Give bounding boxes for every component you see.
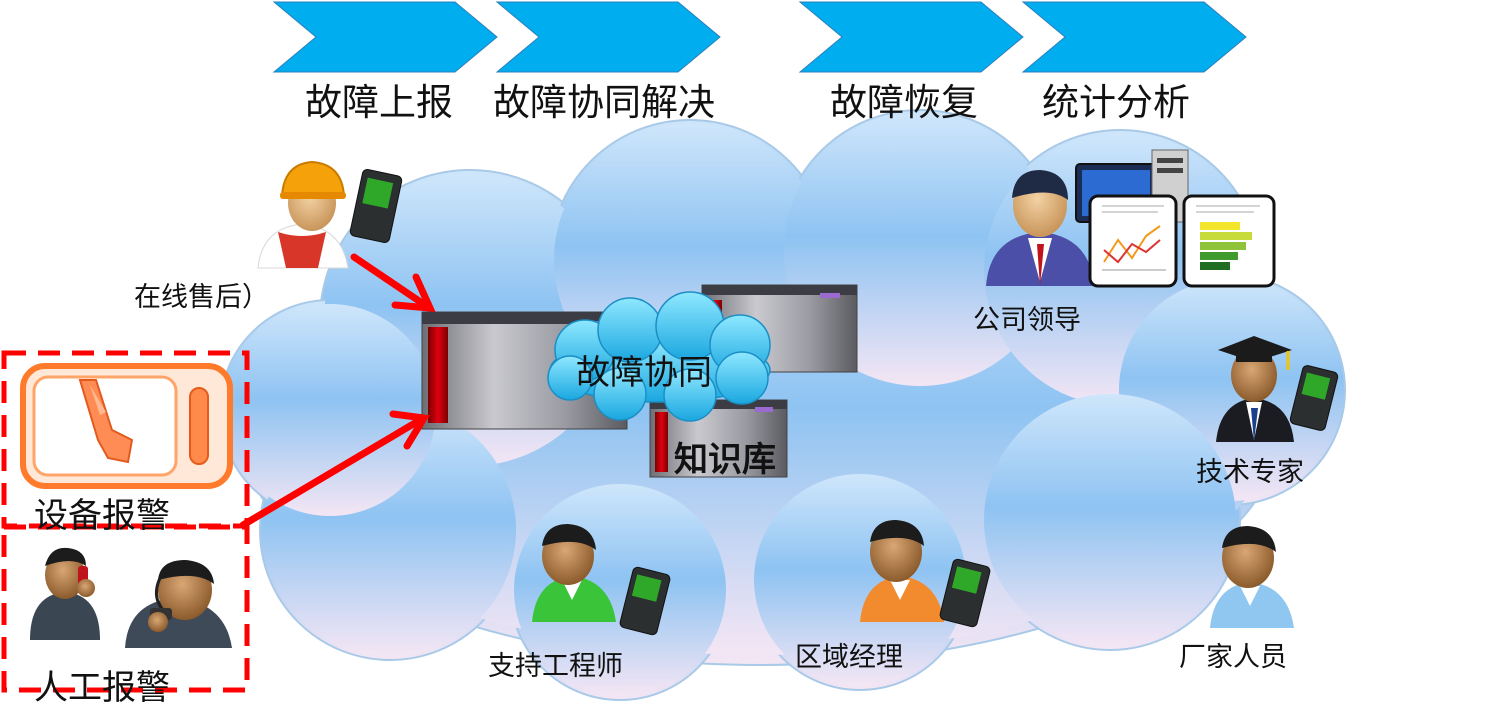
manual-alarm-label: 人工报警: [34, 668, 170, 708]
regional-manager-icon: [860, 520, 944, 622]
vendor-staff-label: 厂家人员: [1179, 642, 1287, 673]
caller-icon-1: [30, 547, 100, 640]
regional-manager-label: 区域经理: [795, 642, 903, 673]
handheld-device-icon-4: [939, 558, 991, 628]
handheld-device-icon-1: [349, 169, 403, 243]
step-label-report: 故障上报: [305, 81, 453, 124]
company-leader-icon: [986, 170, 1094, 286]
bar-chart-report-icon: [1182, 194, 1276, 288]
arrows: [239, 253, 436, 529]
process-chevrons: [272, 1, 1247, 73]
support-engineer-icon: [532, 524, 616, 622]
step-label-collaborate: 故障协同解决: [493, 81, 715, 124]
step-label-recover: 故障恢复: [830, 81, 978, 124]
handheld-device-icon-3: [619, 566, 671, 636]
handheld-device-icon-2: [1289, 365, 1339, 431]
arrow-alarm-to-server: [239, 416, 424, 529]
chevron-step-1: [272, 1, 498, 73]
line-chart-report-icon: [1088, 194, 1178, 288]
cloud-label: 故障协同: [576, 353, 712, 393]
knowledge-base-label: 知识库: [674, 440, 776, 480]
chevron-step-4: [1021, 1, 1247, 73]
chevron-step-3: [798, 1, 1024, 73]
device-alarm-label: 设备报警: [34, 496, 170, 536]
tech-expert-label: 技术专家: [1196, 457, 1304, 488]
support-engineer-label: 支持工程师: [488, 651, 623, 682]
step-label-analyze: 统计分析: [1042, 81, 1190, 124]
caller-icon-2: [125, 560, 232, 648]
device-alarm-box: [1, 350, 250, 529]
vendor-staff-icon: [1210, 526, 1294, 628]
small-cloud: [547, 291, 771, 422]
device-alarm-icon: [20, 363, 233, 489]
company-leader-label: 公司领导: [973, 305, 1081, 336]
online-service-person-icon: [257, 160, 349, 269]
chevron-step-2: [495, 1, 721, 73]
tech-expert-icon: [1216, 336, 1294, 442]
online-service-label: 在线售后）: [134, 282, 269, 313]
manual-alarm-box: [1, 524, 250, 693]
arrow-online-to-server: [350, 253, 429, 309]
